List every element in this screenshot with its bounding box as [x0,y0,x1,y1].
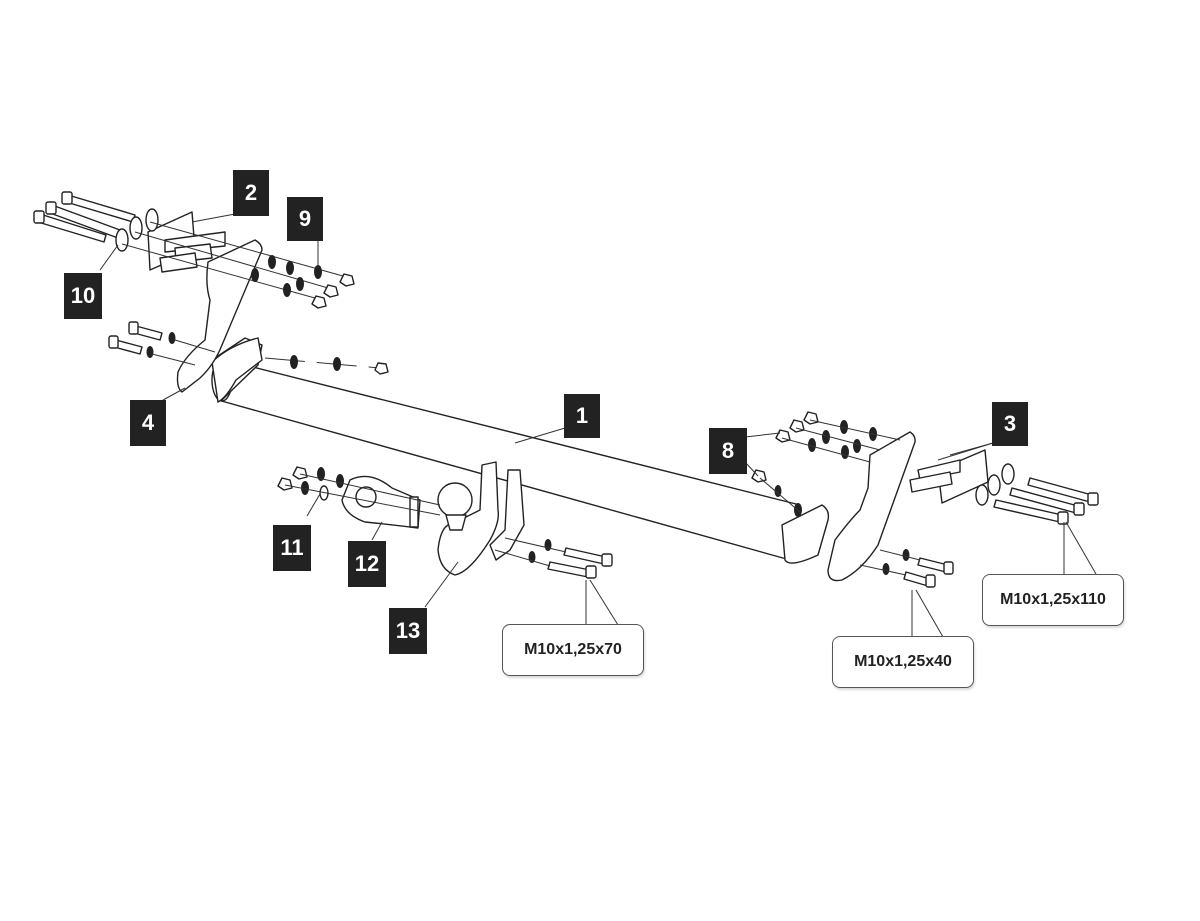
callout-3: 3 [992,402,1028,446]
left-short-bolts [108,321,176,358]
center-bolts [528,539,613,579]
socket-fasteners [277,466,344,501]
spec-label-m10x40: M10x1,25x40 [832,636,974,688]
left-nuts-washers [251,255,355,309]
right-side-bracket [827,431,916,582]
callout-4: 4 [130,400,166,446]
right-spacer-tubes [909,459,961,493]
callout-1: 1 [564,394,600,438]
left-large-washers [115,208,159,252]
left-end-plate [211,337,263,403]
callout-13: 13 [389,608,427,654]
callout-9: 9 [287,197,323,241]
callout-2: 2 [233,170,269,216]
callout-8: 8 [709,428,747,474]
right-short-bolts [882,549,954,588]
right-long-bolts [975,463,1099,525]
tow-ball-neck [437,461,525,576]
left-spacer-tubes [159,231,226,273]
spec-label-m10x110: M10x1,25x110 [982,574,1124,626]
leader-lines [99,213,1097,638]
right-end-plate [781,504,830,564]
left-long-bolts [33,191,136,243]
callout-11: 11 [273,525,311,571]
left-side-bracket [176,239,263,393]
callout-10: 10 [64,273,102,319]
spec-label-m10x70: M10x1,25x70 [502,624,644,676]
socket-plate [341,475,421,529]
callout-12: 12 [348,541,386,587]
